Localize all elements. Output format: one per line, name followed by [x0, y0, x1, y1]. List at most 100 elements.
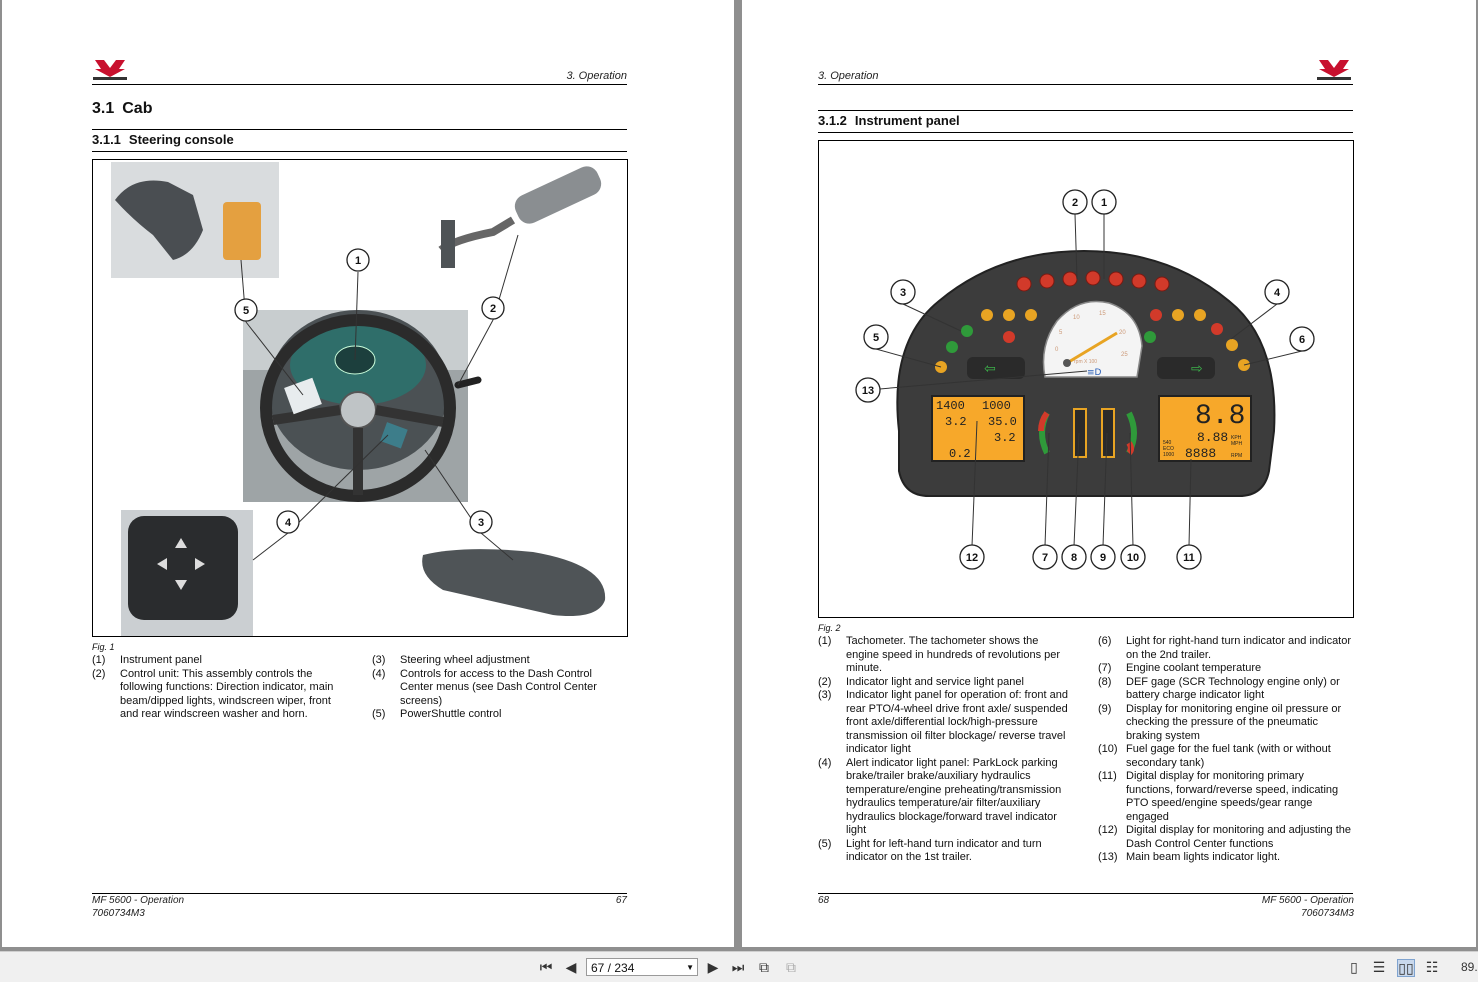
svg-text:1000: 1000: [982, 399, 1011, 413]
callout-4: 4: [276, 510, 300, 534]
right-lcd-display: 8.8 8.88 8888 KPH MPH RPM 540 ECO 1000: [1158, 395, 1252, 462]
svg-text:15: 15: [1099, 311, 1106, 317]
svg-text:6: 6: [1299, 334, 1305, 346]
legend-item: (2)Indicator light and service light pan…: [818, 675, 1024, 688]
footer-left: MF 5600 - Operation 7060734M3: [92, 895, 185, 919]
svg-text:3: 3: [478, 517, 484, 529]
callout-13: 13: [855, 377, 881, 403]
legend-column-1: (1)Instrument panel (2)Control unit: Thi…: [92, 654, 342, 722]
zoom-level[interactable]: 89.: [1461, 960, 1478, 974]
massey-ferguson-logo: [93, 60, 127, 80]
callout-7: 7: [1032, 544, 1058, 570]
svg-text:5: 5: [1059, 330, 1063, 336]
viewer-toolbar: ⏮ ◀ 67 / 234 ▼ ▶ ⏭ ⧉ ⧉ ▯ ☰ ▯▯ ☷ 89.: [0, 951, 1478, 982]
legend-item: (10)Fuel gage for the fuel tank (with or…: [1098, 743, 1331, 769]
last-page-button[interactable]: ⏭: [731, 959, 745, 975]
page-number: 68: [818, 895, 830, 906]
callout-3: 3: [469, 510, 493, 534]
legend-item: (3)Steering wheel adjustment: [372, 654, 530, 666]
page-number: 67: [615, 895, 627, 906]
svg-text:3.2: 3.2: [994, 431, 1016, 445]
svg-text:≡D: ≡D: [1087, 368, 1102, 378]
svg-text:4: 4: [1274, 287, 1281, 299]
svg-text:20: 20: [1119, 330, 1126, 336]
left-lcd-display: 1400 1000 3.2 35.0 3.2 0.2: [931, 395, 1025, 462]
svg-text:8.88: 8.88: [1197, 430, 1228, 445]
callout-1: 1: [1091, 189, 1117, 215]
figure-caption: Fig. 2: [818, 623, 841, 633]
chevron-down-icon[interactable]: ▼: [686, 963, 694, 972]
continuous-view-icon[interactable]: ☰: [1372, 959, 1386, 975]
callout-5: 5: [234, 298, 258, 322]
legend-item: (3)Indicator light panel for operation o…: [818, 689, 1068, 755]
svg-text:10: 10: [1127, 552, 1139, 564]
previous-view-icon[interactable]: ⧉: [759, 959, 769, 975]
legend-item: (1)Tachometer. The tachometer shows the …: [818, 635, 1061, 674]
legend-item: (12)Digital display for monitoring and a…: [1098, 824, 1352, 850]
svg-text:1: 1: [355, 255, 361, 267]
running-header: 3. Operation: [566, 70, 627, 82]
legend-item: (2)Control unit: This assembly controls …: [92, 667, 334, 721]
callout-6: 6: [1289, 326, 1315, 352]
svg-text:5: 5: [243, 305, 249, 317]
legend-item: (11)Digital display for monitoring prima…: [1098, 770, 1339, 823]
svg-text:RPM: RPM: [1231, 453, 1242, 459]
callout-2: 2: [1062, 189, 1088, 215]
callout-9: 9: [1090, 544, 1116, 570]
svg-text:11: 11: [1183, 552, 1195, 564]
footer-right: MF 5600 - Operation 7060734M3: [1261, 895, 1354, 919]
legend-item: (6)Light for right-hand turn indicator a…: [1098, 635, 1352, 661]
callout-1: 1: [346, 248, 370, 272]
legend-column-1: (1)Tachometer. The tachometer shows the …: [818, 635, 1070, 865]
svg-text:10: 10: [1073, 315, 1080, 321]
svg-text:2: 2: [490, 303, 496, 315]
callout-2: 2: [481, 296, 505, 320]
callout-8: 8: [1061, 544, 1087, 570]
svg-text:⇦: ⇦: [984, 361, 996, 377]
massey-ferguson-logo: [1317, 60, 1351, 80]
svg-text:1: 1: [1101, 197, 1107, 209]
svg-text:rpm X 100: rpm X 100: [1074, 359, 1097, 365]
svg-text:25: 25: [1121, 352, 1128, 358]
svg-text:8.8: 8.8: [1195, 401, 1245, 432]
continuous-facing-view-icon[interactable]: ☷: [1425, 959, 1439, 975]
legend-item: (9)Display for monitoring engine oil pre…: [1098, 702, 1342, 742]
tachometer: rpm X 100 0 5 10 15 20 25 ≡D: [1042, 300, 1143, 378]
facing-pages-view-icon[interactable]: ▯▯: [1397, 959, 1415, 977]
svg-text:2: 2: [1072, 197, 1078, 209]
svg-text:1400: 1400: [936, 399, 965, 413]
legend-item: (7)Engine coolant temperature: [1098, 662, 1262, 674]
next-view-icon[interactable]: ⧉: [786, 959, 796, 975]
first-page-button[interactable]: ⏮: [539, 959, 553, 975]
svg-text:KPH: KPH: [1231, 435, 1242, 441]
callout-10: 10: [1120, 544, 1146, 570]
page-number-input[interactable]: 67 / 234 ▼: [586, 958, 698, 976]
svg-text:13: 13: [862, 385, 874, 397]
legend-item: (1)Instrument panel: [92, 654, 202, 666]
callout-5: 5: [863, 324, 889, 350]
callout-3: 3: [890, 279, 916, 305]
svg-text:3.2: 3.2: [945, 415, 967, 429]
legend-item: (5)Light for left-hand turn indicator an…: [818, 837, 1042, 864]
running-header: 3. Operation: [818, 70, 879, 82]
legend-item: (4)Alert indicator light panel: ParkLock…: [818, 756, 1062, 837]
legend-item: (5)PowerShuttle control: [372, 708, 502, 720]
previous-page-button[interactable]: ◀: [565, 959, 577, 975]
svg-text:MPH: MPH: [1231, 441, 1243, 447]
svg-text:5: 5: [873, 332, 879, 344]
svg-text:35.0: 35.0: [988, 415, 1017, 429]
callout-12: 12: [959, 544, 985, 570]
svg-text:ECO: ECO: [1163, 446, 1174, 452]
svg-text:9: 9: [1100, 552, 1106, 564]
instrument-panel-figure: ⇦ ⇨ rpm X 100 0 5 10 15 20 25: [818, 140, 1354, 618]
single-page-view-icon[interactable]: ▯: [1350, 959, 1358, 975]
svg-text:7: 7: [1042, 552, 1048, 564]
legend-column-2: (3)Steering wheel adjustment (4)Controls…: [372, 654, 627, 722]
legend-item: (13)Main beam lights indicator light.: [1098, 851, 1281, 863]
next-page-button[interactable]: ▶: [707, 959, 719, 975]
svg-text:3: 3: [900, 287, 906, 299]
